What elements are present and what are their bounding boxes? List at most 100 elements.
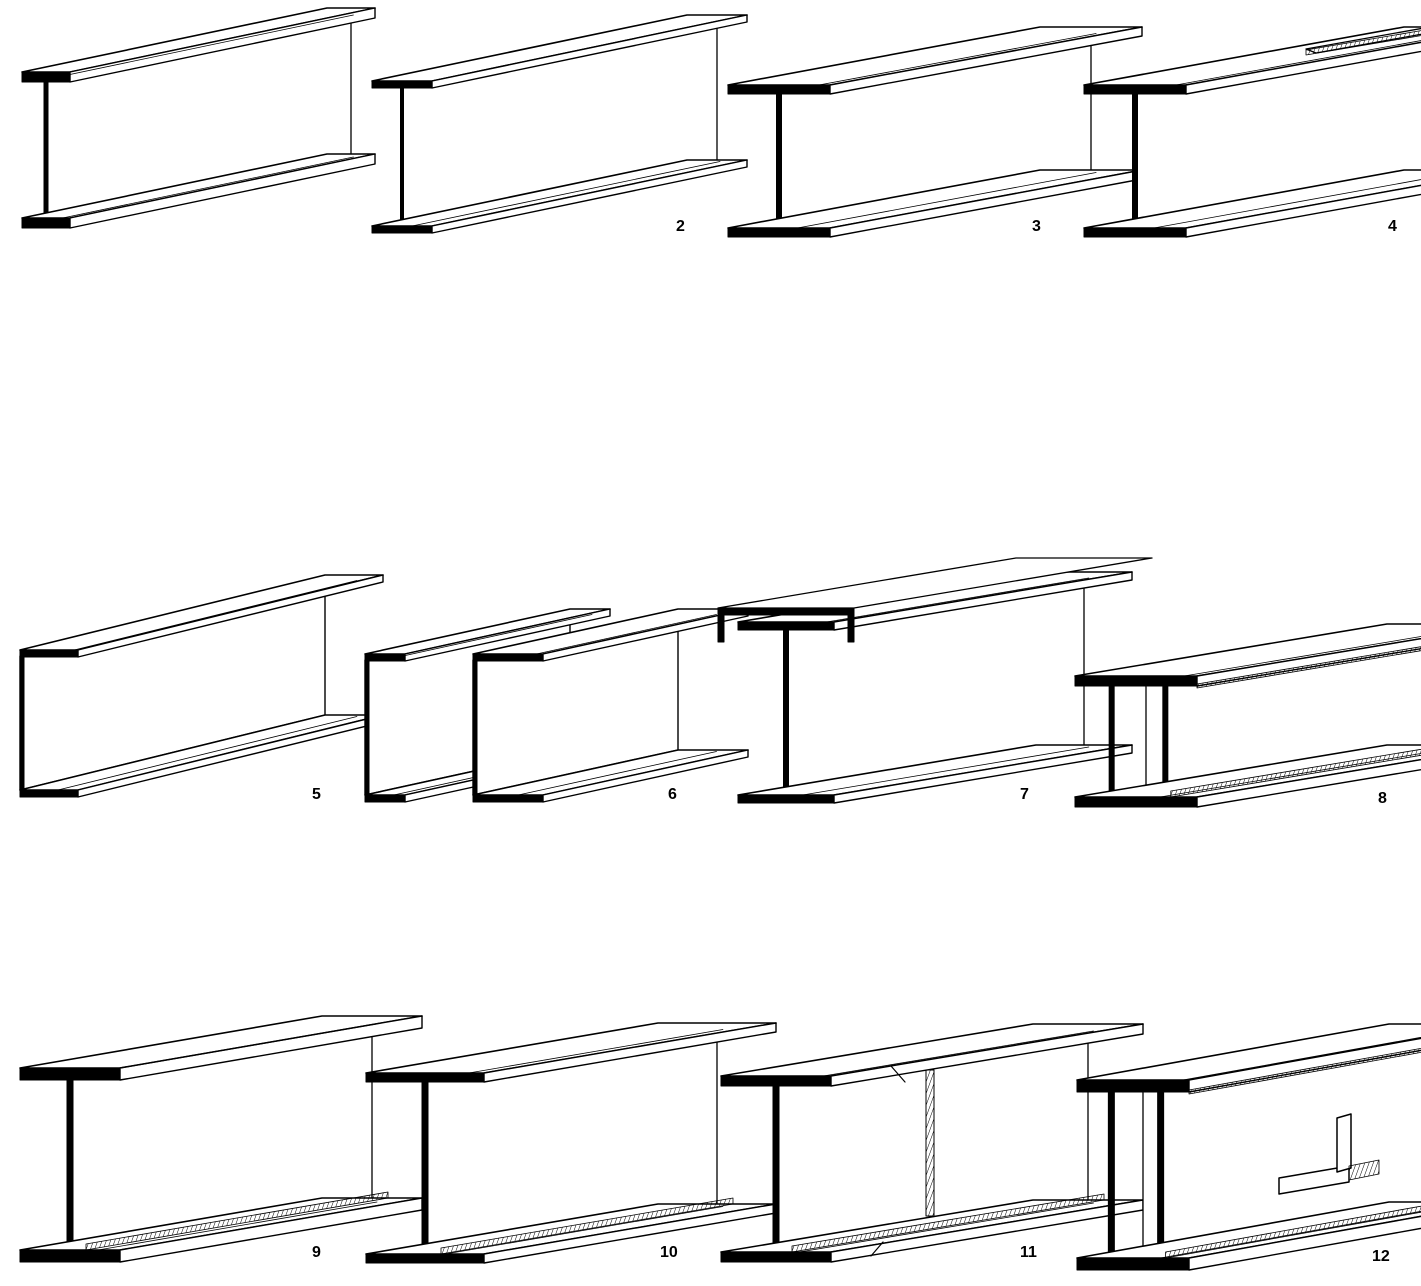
- web-section: [67, 1080, 73, 1250]
- fillet-weld: [441, 1198, 733, 1254]
- bottom-flange-edge: [1197, 745, 1421, 807]
- top-flange-fillet-line: [791, 578, 1089, 628]
- channel-a-bottom-flange-section: [365, 795, 405, 802]
- web-section: [422, 1082, 428, 1254]
- top-flange-edge: [830, 27, 1142, 94]
- bottom-flange-edge: [834, 745, 1132, 803]
- bracket-stiffener: [1337, 1114, 1351, 1172]
- figure-4: [1084, 17, 1421, 237]
- channel-bottom-flange-fillet-line: [52, 717, 357, 792]
- figure-4-label: 4: [1388, 218, 1397, 235]
- bottom-flange-section: [1084, 228, 1186, 237]
- bottom-splice: [871, 1242, 883, 1256]
- top-flange-edge: [484, 1023, 776, 1082]
- channel-top-flange-fillet-line: [52, 581, 357, 656]
- cap-channel-leg-right: [848, 608, 854, 642]
- bottom-flange-fillet-line: [784, 173, 1096, 231]
- bottom-flange-fillet-line: [405, 162, 720, 228]
- channel-a-top-flange-fillet-line: [387, 615, 592, 660]
- figure-1: [22, 8, 375, 228]
- top-flange-fillet-line: [1142, 631, 1421, 683]
- figure-2: [372, 15, 747, 233]
- figure-7: [718, 558, 1152, 803]
- channel-b-top-flange-edge: [543, 609, 748, 661]
- top-flange-section: [22, 72, 70, 82]
- top-flange-fillet-line: [1140, 34, 1421, 92]
- top-flange-edge: [1186, 27, 1421, 94]
- web-section: [1133, 94, 1138, 228]
- fillet-weld: [792, 1194, 1104, 1252]
- channel-top-flange-edge: [78, 575, 383, 657]
- top-flange-edge: [1189, 1024, 1421, 1092]
- figure-9-label: 9: [312, 1244, 321, 1261]
- web-section: [44, 82, 48, 218]
- bottom-flange-fillet-line: [75, 1202, 377, 1254]
- web-section: [401, 88, 404, 226]
- figure-9: [20, 1016, 422, 1262]
- bottom-flange-section: [372, 226, 432, 233]
- web-plate-right: [1163, 686, 1168, 797]
- top-flange-face: [1084, 27, 1421, 85]
- web-section: [777, 94, 782, 228]
- top-flange-section: [366, 1073, 484, 1082]
- cap-channel-leg-left: [718, 608, 724, 642]
- top-flange-fillet-line: [405, 21, 720, 87]
- figure-7-label: 7: [1020, 786, 1029, 803]
- figure-6: [365, 609, 748, 802]
- bottom-flange-section: [1077, 1258, 1189, 1270]
- bottom-flange-edge: [1189, 1202, 1421, 1270]
- bottom-flange-section: [20, 1250, 120, 1262]
- top-flange-edge: [1197, 624, 1421, 686]
- figure-10-label: 10: [660, 1244, 678, 1261]
- figure-5: [20, 575, 383, 797]
- figure-2-label: 2: [676, 218, 685, 235]
- fillet-weld: [86, 1192, 388, 1250]
- web-section: [784, 630, 789, 795]
- figure-6-label: 6: [668, 786, 677, 803]
- bottom-flange-section: [22, 218, 70, 228]
- channel-web-section: [20, 656, 24, 790]
- top-splice: [891, 1066, 905, 1082]
- figure-8: [1075, 624, 1421, 807]
- top-flange-section: [20, 1068, 120, 1080]
- top-flange-face: [1077, 1024, 1421, 1080]
- bottom-flange-fillet-line: [48, 157, 353, 221]
- top-flange-fillet-line: [784, 34, 1096, 92]
- channel-bottom-flange-section: [20, 790, 78, 797]
- top-flange-fillet-line: [1139, 1032, 1421, 1088]
- top-flange-fillet-line: [75, 1024, 377, 1076]
- web-plate-right: [1158, 1092, 1164, 1258]
- web-plate-left: [1108, 1092, 1114, 1258]
- figure-8-label: 8: [1378, 790, 1387, 807]
- bottom-flange-section: [366, 1254, 484, 1263]
- bottom-flange-fillet-line: [431, 1207, 723, 1257]
- web-section: [773, 1086, 779, 1252]
- figure-10: [366, 1023, 776, 1263]
- bottom-flange-edge: [1186, 170, 1421, 237]
- bottom-flange-section: [721, 1252, 831, 1262]
- bottom-flange-fillet-line: [782, 1203, 1094, 1255]
- bottom-flange-edge: [432, 160, 747, 233]
- top-flange-face: [1075, 624, 1421, 676]
- bottom-weld: [1171, 739, 1421, 797]
- channel-b-bottom-flange-edge: [543, 750, 748, 802]
- bottom-flange-section: [738, 795, 834, 803]
- bracket-seat: [1279, 1166, 1349, 1194]
- top-flange-fillet-line: [782, 1031, 1094, 1083]
- top-flange-section: [372, 81, 432, 88]
- cover-plate-weld: [1306, 18, 1421, 55]
- top-weld: [1197, 632, 1421, 688]
- cap-channel-face: [718, 558, 1152, 608]
- bottom-flange-face: [1075, 745, 1421, 797]
- top-flange-fillet-line: [431, 1030, 723, 1080]
- web-plate-left: [1109, 686, 1114, 797]
- channel-b-bottom-flange-section: [473, 795, 543, 802]
- channel-b-web-section: [473, 660, 477, 795]
- bottom-weld: [1166, 1196, 1421, 1258]
- bottom-flange-fillet-line: [1140, 173, 1421, 231]
- bottom-flange-section: [728, 228, 830, 237]
- top-flange-edge: [831, 1024, 1143, 1086]
- channel-a-web-section: [365, 660, 369, 795]
- top-flange-section: [728, 85, 830, 94]
